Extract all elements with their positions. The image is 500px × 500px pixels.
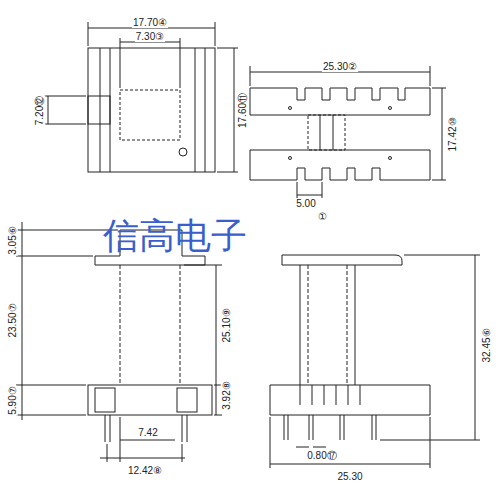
dimension: 7.20⑫ [35, 94, 46, 125]
dimension: 25.10⑨ [221, 307, 232, 343]
dimension: 7.30③ [135, 31, 165, 42]
dimension: 25.30② [322, 61, 358, 72]
dimension: 3.92⑧ [221, 380, 232, 410]
callout-number: ① [317, 211, 328, 222]
dimension: 3.05⑥ [7, 225, 18, 255]
dimension: 5.90⑦ [7, 385, 18, 415]
front-view [270, 255, 480, 468]
dimension: 23.50⑦ [7, 302, 18, 338]
plan-view [250, 66, 446, 198]
dimension: 7.42 [137, 427, 158, 438]
dimension: 17.70④ [132, 17, 168, 28]
dimension: 25.30 [336, 471, 363, 482]
side-view [16, 222, 222, 462]
dimension: 32.45⑥ [481, 327, 492, 363]
dimension: 17.60⑪ [238, 91, 249, 128]
dimension: 5.00 [295, 198, 316, 209]
dimension: 17.42⑩ [447, 116, 458, 152]
watermark: 信高电子 [103, 218, 247, 254]
top-view [44, 22, 238, 172]
dimension: 12.42⑧ [127, 465, 163, 476]
dimension: 0.80⑰ [306, 450, 337, 461]
